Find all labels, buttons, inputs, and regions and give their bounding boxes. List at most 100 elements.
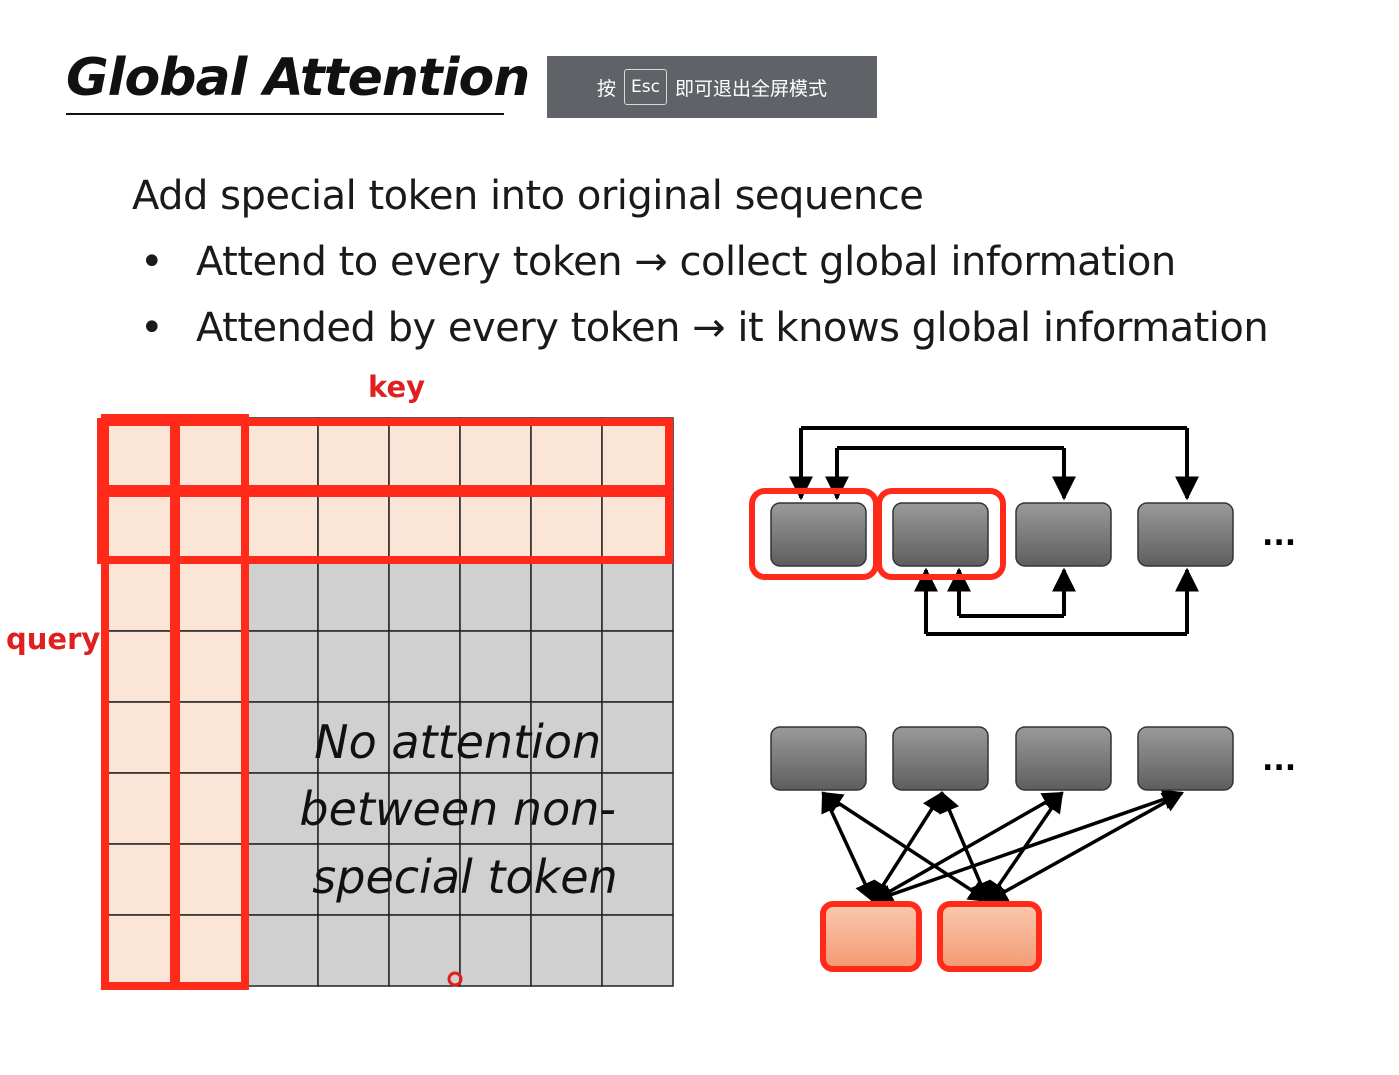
blocked-attention-cell [530, 772, 603, 845]
blocked-attention-cell [246, 701, 319, 774]
special-attention-cell [459, 488, 532, 561]
blocked-attention-cell [388, 914, 461, 987]
special-attention-cell [175, 630, 248, 703]
special-token-bipartite-diagram: ... [770, 726, 1296, 972]
key-axis-label: key [368, 370, 426, 404]
pointer-cursor [447, 971, 463, 987]
blocked-attention-cell [601, 772, 674, 845]
blocked-attention-cell [246, 914, 319, 987]
token-node [892, 502, 989, 567]
special-token-node [820, 901, 922, 972]
special-attention-cell [104, 843, 177, 916]
blocked-attention-cell [459, 772, 532, 845]
slide-heading: Add special token into original sequence [132, 173, 924, 219]
ellipsis-icon: ... [1262, 743, 1296, 778]
token-node [1015, 502, 1112, 567]
blocked-attention-cell [246, 630, 319, 703]
blocked-attention-cell [246, 559, 319, 632]
blocked-attention-cell [530, 701, 603, 774]
special-attention-cell [175, 914, 248, 987]
special-attention-cell [459, 417, 532, 490]
special-token-outline [876, 488, 1006, 580]
hint-prefix: 按 [597, 77, 617, 100]
bidirectional-edges [821, 789, 1184, 905]
special-attention-cell [104, 701, 177, 774]
caption-line: special token [312, 850, 617, 904]
blocked-attention-cell [317, 701, 390, 774]
bullet-text: Attended by every token → it knows globa… [196, 305, 1269, 351]
esc-key-badge[interactable]: Esc [624, 69, 667, 105]
token-node [770, 726, 867, 791]
caption-line: between non- [299, 782, 616, 836]
bullet-item: • Attended by every token → it knows glob… [140, 304, 1269, 352]
special-attention-cell [388, 417, 461, 490]
blocked-attention-cell [317, 630, 390, 703]
special-attention-cell [601, 417, 674, 490]
blocked-attention-cell [459, 630, 532, 703]
special-attention-cell [530, 417, 603, 490]
special-attention-cell [388, 488, 461, 561]
blocked-attention-cell [388, 559, 461, 632]
blocked-attention-cell [459, 559, 532, 632]
blocked-attention-cell [317, 914, 390, 987]
bullet-marker: • [140, 305, 164, 351]
special-attention-cell [175, 843, 248, 916]
special-attention-cell [175, 559, 248, 632]
fullscreen-exit-hint: 按 Esc 即可退出全屏模式 [547, 56, 877, 118]
global-token-connectivity-diagram: ... [749, 426, 1296, 636]
blocked-attention-cell [459, 914, 532, 987]
special-token-node [937, 901, 1042, 972]
token-node [770, 502, 867, 567]
blocked-attention-cell [246, 772, 319, 845]
blocked-attention-cell [530, 559, 603, 632]
special-attention-cell [175, 772, 248, 845]
special-attention-cell [246, 417, 319, 490]
bullet-marker: • [140, 239, 164, 285]
blocked-attention-cell [601, 914, 674, 987]
special-attention-cell [104, 630, 177, 703]
hint-suffix: 即可退出全屏模式 [674, 77, 827, 100]
blocked-attention-cell [601, 701, 674, 774]
blocked-attention-cell [601, 559, 674, 632]
title-underline [66, 113, 504, 115]
special-attention-cell [317, 417, 390, 490]
token-node [892, 726, 989, 791]
special-attention-cell [246, 488, 319, 561]
special-row-highlight [97, 489, 673, 564]
token-node [1137, 726, 1234, 791]
special-attention-cell [104, 914, 177, 987]
special-attention-cell [104, 417, 177, 490]
caption-line: No attention [314, 715, 601, 769]
special-attention-cell [104, 772, 177, 845]
special-attention-cell [601, 488, 674, 561]
blocked-attention-cell [459, 843, 532, 916]
special-attention-cell [104, 559, 177, 632]
special-column-highlight [172, 414, 249, 990]
slide-title: Global Attention [66, 48, 530, 108]
token-node [1015, 726, 1112, 791]
blocked-attention-cell [530, 914, 603, 987]
special-attention-cell [104, 488, 177, 561]
bullet-item: • Attend to every token → collect global … [140, 238, 1176, 286]
attention-matrix [104, 417, 674, 987]
bullet-text: Attend to every token → collect global i… [196, 239, 1176, 285]
blocked-attention-cell [530, 630, 603, 703]
token-node [1137, 502, 1234, 567]
no-attention-caption: No attention between non- special token [299, 715, 630, 904]
blocked-attention-cell [388, 701, 461, 774]
attention-matrix-highlights [97, 414, 673, 990]
query-axis-label: query [6, 622, 101, 656]
special-attention-cell [530, 488, 603, 561]
blocked-attention-cell [317, 772, 390, 845]
special-attention-cell [175, 488, 248, 561]
blocked-attention-cell [317, 559, 390, 632]
special-attention-cell [175, 417, 248, 490]
blocked-attention-cell [601, 630, 674, 703]
connection-lines [789, 426, 1199, 636]
special-attention-cell [317, 488, 390, 561]
special-attention-cell [175, 701, 248, 774]
ellipsis-icon: ... [1262, 518, 1296, 553]
blocked-attention-cell [246, 843, 319, 916]
blocked-attention-cell [388, 630, 461, 703]
